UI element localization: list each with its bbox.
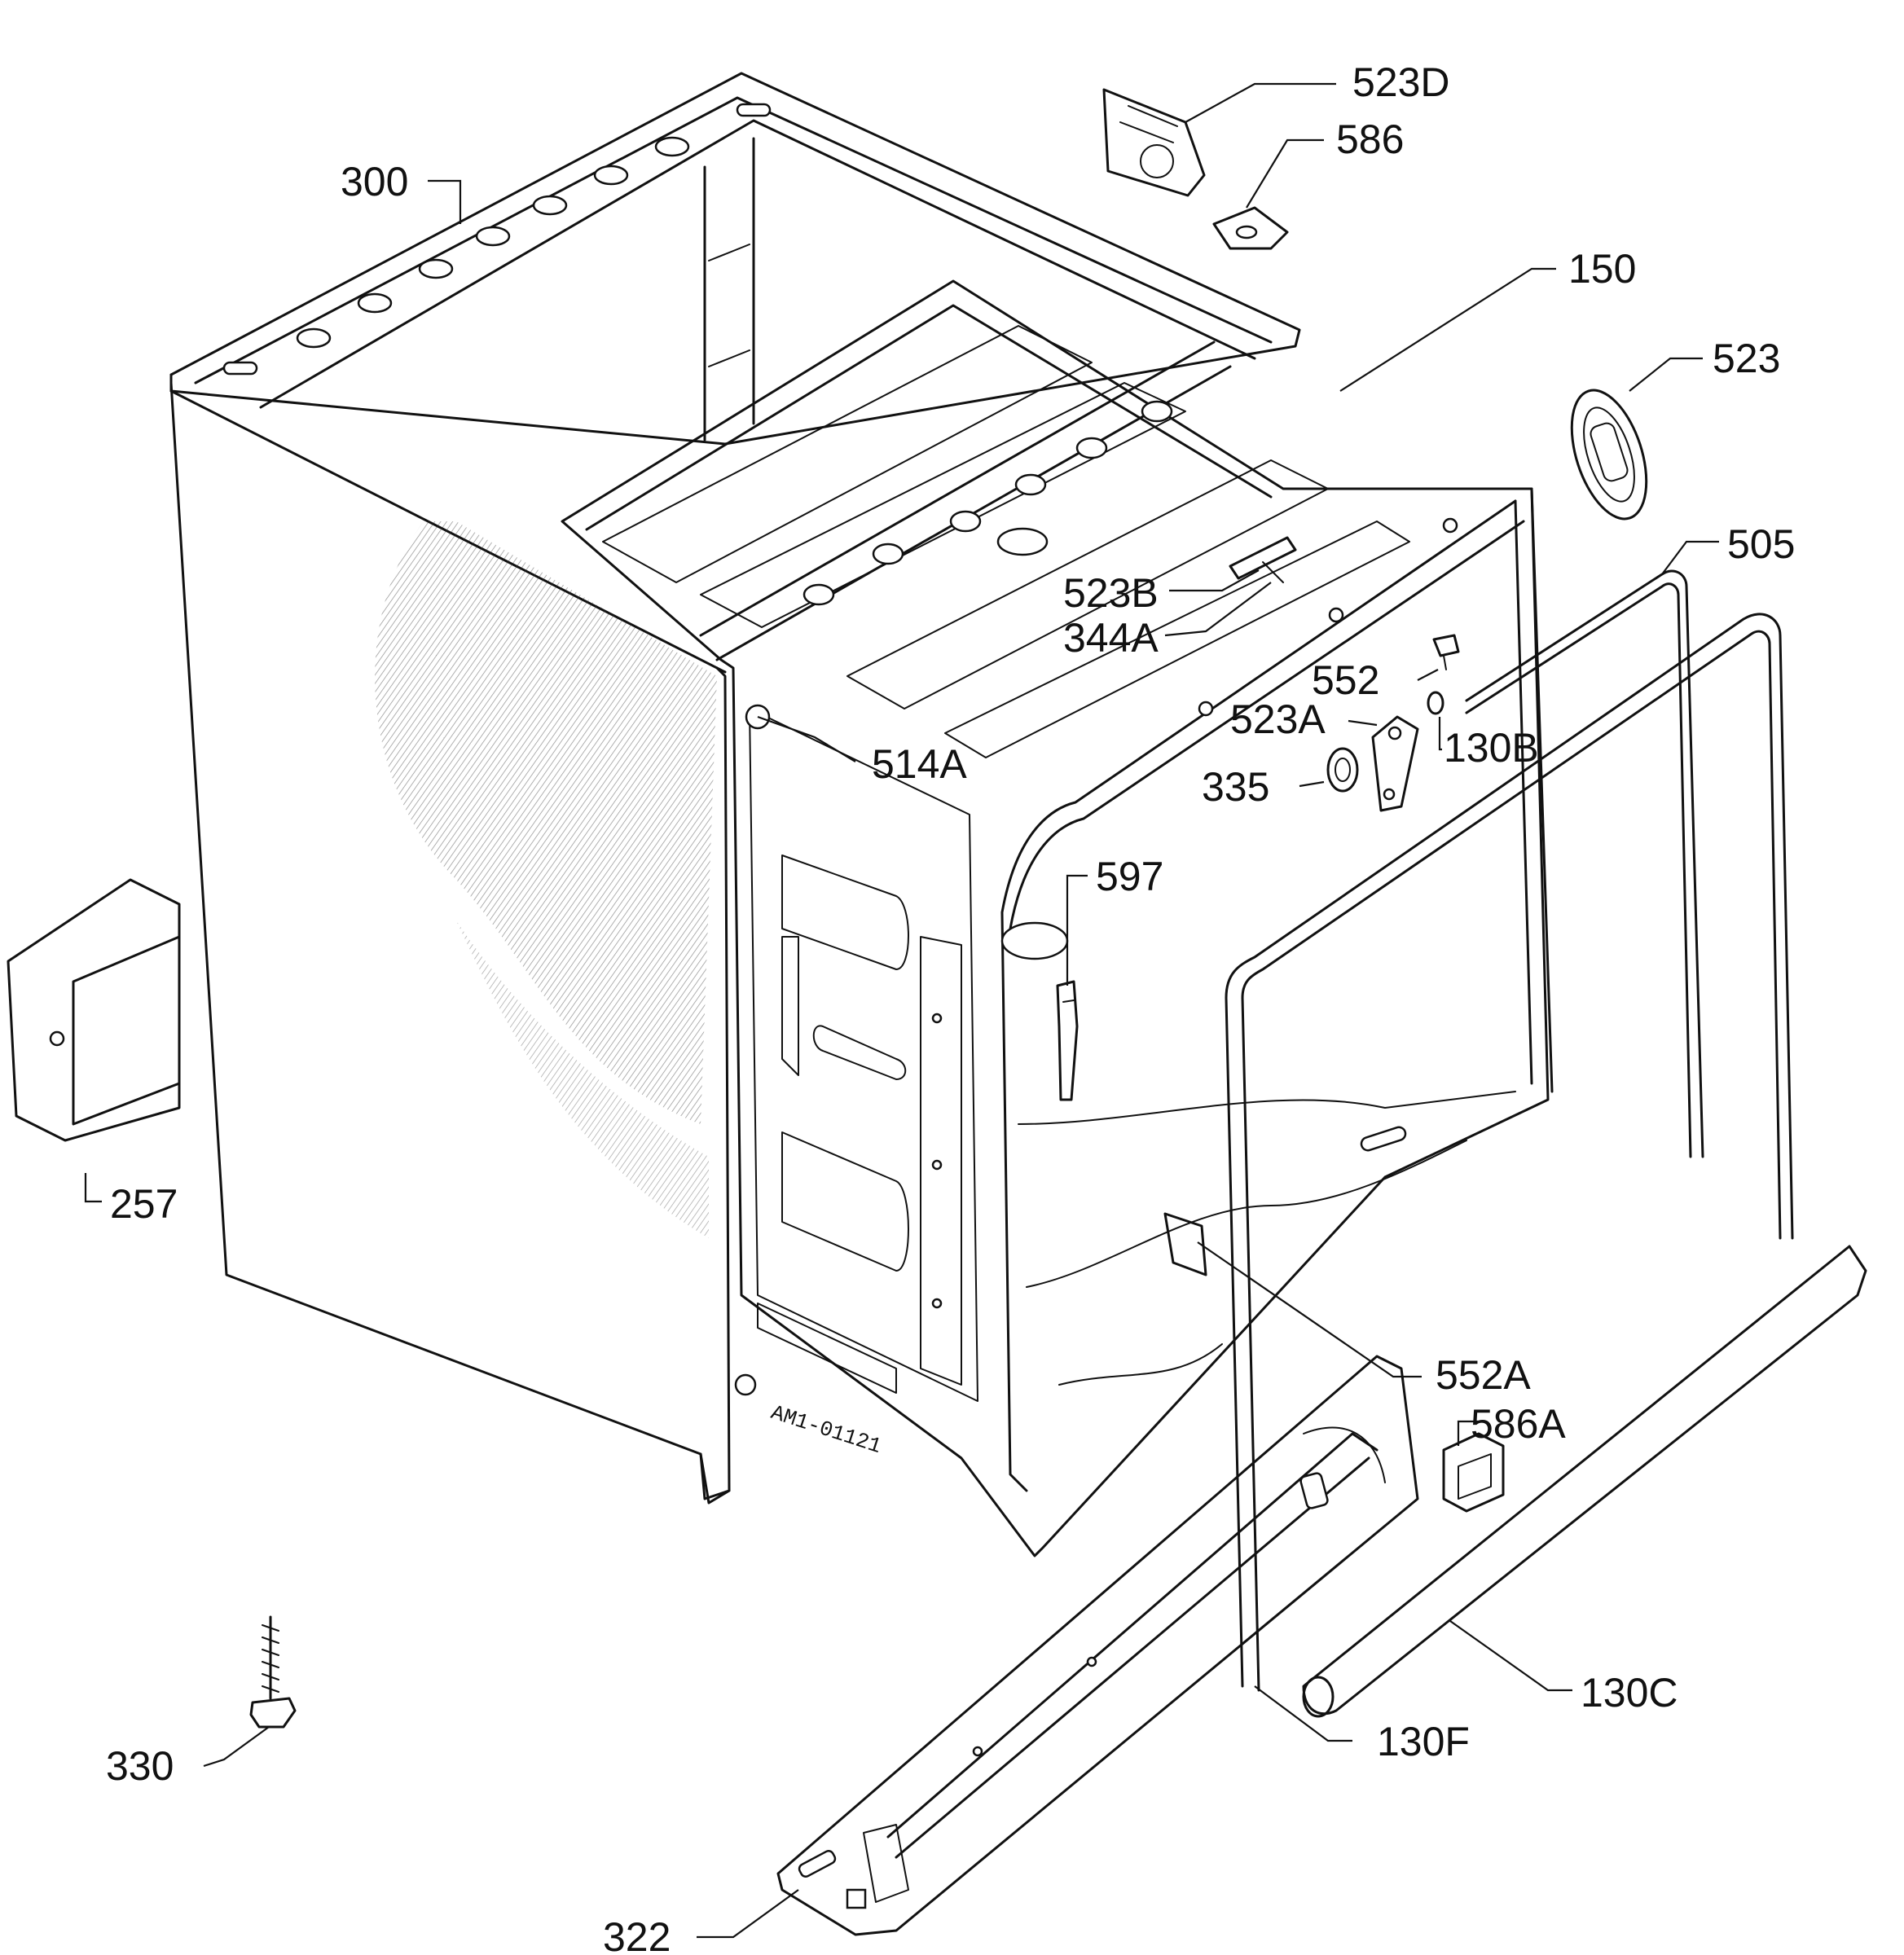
part-552-screw <box>1432 634 1460 670</box>
label-330: 330 <box>106 1743 174 1789</box>
part-523d-bracket <box>1102 88 1206 197</box>
part-labels: 523D 586 300 150 523 505 523B 344A 552 5… <box>106 59 1795 1955</box>
part-257-box <box>7 878 181 1142</box>
part-330-screw <box>249 1615 297 1729</box>
drawing-number: AM1-01121 <box>768 1400 885 1459</box>
part-505-door-seal <box>1465 569 1704 1158</box>
part-523b-344a-latch <box>1229 536 1297 583</box>
label-523: 523 <box>1713 336 1780 381</box>
label-150: 150 <box>1568 246 1636 292</box>
label-523a: 523A <box>1230 696 1326 742</box>
label-130b: 130B <box>1444 725 1539 771</box>
label-130c: 130C <box>1581 1670 1678 1716</box>
label-130f: 130F <box>1377 1719 1470 1764</box>
tub-assembly <box>561 279 1554 1557</box>
leader-lines <box>84 82 1719 1939</box>
part-586a-bracket <box>1442 1432 1505 1513</box>
part-586-clip <box>1212 206 1289 250</box>
label-552: 552 <box>1312 657 1379 703</box>
label-300: 300 <box>341 159 408 204</box>
label-344a: 344A <box>1063 615 1159 661</box>
label-335: 335 <box>1202 764 1269 810</box>
label-505: 505 <box>1727 521 1795 567</box>
label-523b: 523B <box>1063 570 1159 616</box>
label-523d: 523D <box>1352 59 1450 105</box>
part-523a-lever <box>1371 715 1419 812</box>
part-130b-washer <box>1427 691 1444 715</box>
part-552a-clip <box>1163 1212 1207 1276</box>
part-523-seal-cap <box>1570 389 1648 521</box>
label-586: 586 <box>1336 116 1404 162</box>
part-335-bush <box>1326 747 1359 793</box>
part-130c-plinth-strip <box>1302 1245 1867 1718</box>
label-514a: 514A <box>872 741 967 787</box>
part-130f-gasket <box>1225 613 1794 1692</box>
label-257: 257 <box>110 1181 178 1227</box>
cabinet-housing <box>169 72 1301 1505</box>
label-586a: 586A <box>1471 1401 1566 1447</box>
label-597: 597 <box>1096 854 1163 899</box>
part-597-guide <box>1056 980 1079 1101</box>
part-322-base-rail <box>776 1355 1419 1936</box>
label-552a: 552A <box>1436 1352 1531 1398</box>
label-322: 322 <box>603 1914 671 1955</box>
